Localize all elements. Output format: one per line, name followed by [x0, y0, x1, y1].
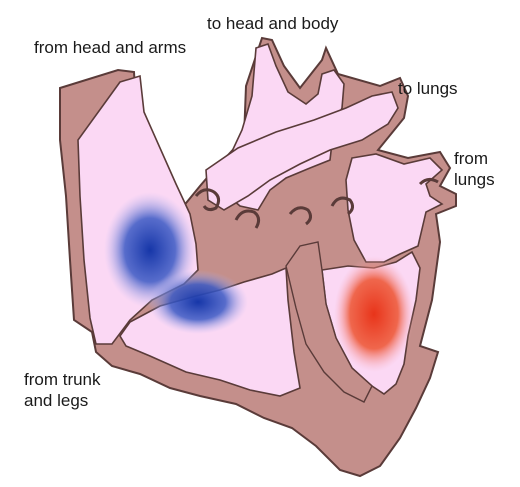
deoxygenated-blood-lower: [148, 270, 248, 334]
label-from-lungs-line2: lungs: [454, 169, 495, 190]
label-to-head-and-body: to head and body: [207, 13, 338, 34]
label-from-trunk-and-legs: from trunk and legs: [24, 369, 101, 411]
label-from-trunk-line2: and legs: [24, 390, 101, 411]
label-from-trunk-line1: from trunk: [24, 369, 101, 390]
oxygenated-blood: [334, 256, 414, 372]
label-from-head-and-arms: from head and arms: [34, 37, 186, 58]
label-from-lungs: from lungs: [454, 148, 495, 190]
label-to-lungs: to lungs: [398, 78, 458, 99]
label-from-lungs-line1: from: [454, 148, 495, 169]
